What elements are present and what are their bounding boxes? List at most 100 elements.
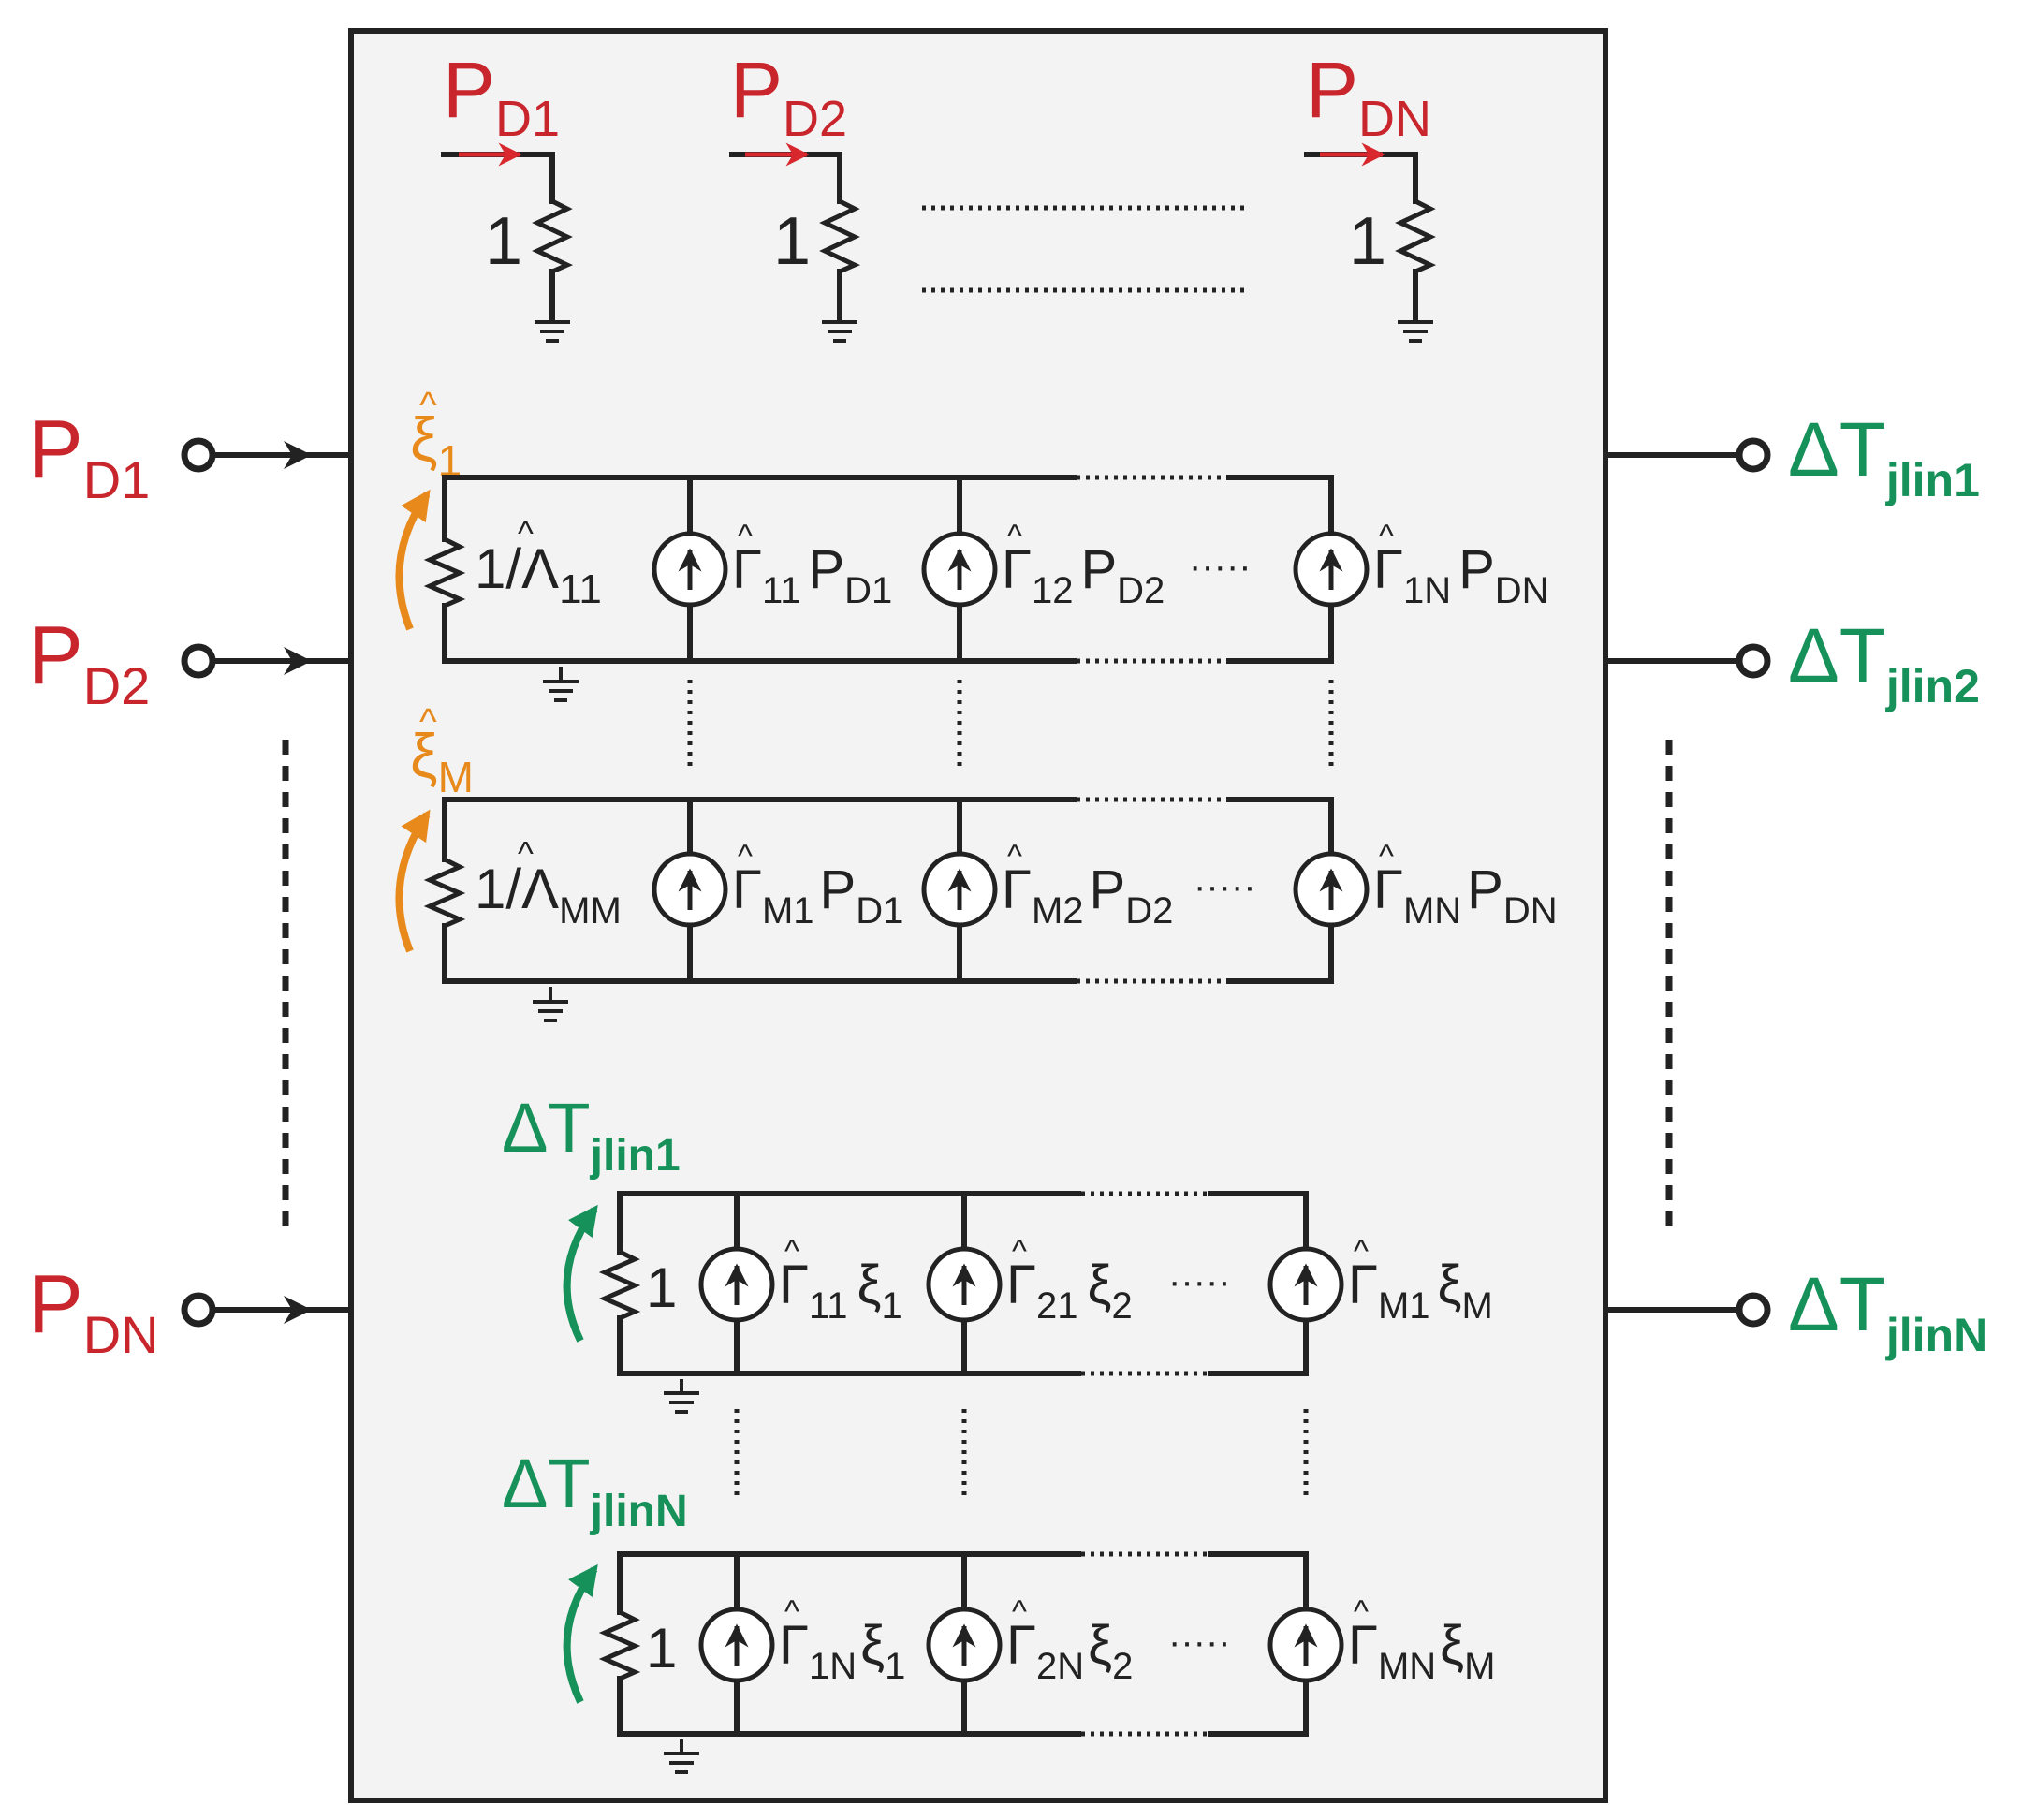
gain-label: Γ: [1002, 539, 1032, 600]
node-sub: jlinN: [590, 1487, 688, 1536]
svg-text:ΔTjlin1: ΔTjlin1: [1788, 407, 1980, 506]
factor-label: P: [808, 539, 844, 600]
factor-sub: DN: [1503, 890, 1558, 932]
output-label: ΔT: [1788, 613, 1886, 698]
power-resistor-row: PD1 1 PD2 1: [441, 46, 1437, 343]
factor-sub: D1: [844, 570, 892, 611]
ground-icon: [664, 1379, 699, 1414]
factor-label: ξ: [860, 1615, 885, 1676]
svg-text:ΔTjlinN: ΔTjlinN: [1788, 1262, 1987, 1361]
factor-label: P: [820, 859, 857, 920]
output-port-1[interactable]: ΔTjlin1: [1605, 407, 1980, 506]
hat-glyph: ^: [738, 519, 753, 554]
factor-sub: M: [1462, 1285, 1493, 1327]
hat-glyph: ^: [1012, 1234, 1027, 1270]
gain-sub: MN: [1403, 890, 1461, 932]
node-arrow-icon: [563, 1563, 598, 1704]
output-label: ΔT: [1788, 407, 1886, 492]
hat-glyph: ^: [1012, 1594, 1027, 1630]
resistor-sub: 11: [559, 566, 602, 612]
factor-label: ξ: [1087, 1255, 1111, 1315]
resistor-value: 1: [485, 204, 522, 279]
output-label: ΔT: [1788, 1262, 1886, 1347]
factor-label: ξ: [857, 1255, 881, 1315]
ground-icon: [535, 320, 570, 343]
factor-label: P: [1458, 539, 1495, 600]
resistor-value: 1: [773, 204, 811, 279]
resistor-value: 1: [646, 1256, 677, 1319]
input-sub: DN: [83, 1305, 159, 1364]
factor-label: ξ: [1440, 1615, 1464, 1676]
current-source-1: Γ1Nξ1 ^: [698, 1594, 905, 1687]
input-label: P: [28, 1257, 83, 1350]
hat-glyph: ^: [1007, 519, 1022, 554]
ground-icon: [664, 1739, 699, 1774]
hat-glyph: ^: [1354, 1594, 1369, 1630]
output-port-n[interactable]: ΔTjlinN: [1605, 1262, 1987, 1361]
output-port-2[interactable]: ΔTjlin2: [1605, 613, 1980, 712]
input-port-pdn[interactable]: PDN: [28, 1257, 352, 1364]
terminal-icon: [1736, 1292, 1771, 1328]
ground-icon: [543, 667, 579, 702]
node-label: ξ: [410, 721, 438, 790]
input-port-pd1[interactable]: PD1: [28, 403, 352, 509]
gain-sub: 12: [1032, 570, 1074, 611]
output-sub: jlinN: [1885, 1309, 1987, 1361]
node-sub: M: [438, 753, 474, 801]
power-sub: D1: [495, 91, 560, 147]
ground-icon: [822, 320, 857, 343]
input-label: P: [28, 403, 83, 495]
resistor-prefix: 1/: [475, 537, 521, 600]
hat-glyph: ^: [419, 701, 437, 742]
resistor-icon: [598, 1609, 641, 1681]
svg-text:1/Λ11: 1/Λ11: [475, 537, 602, 612]
node-label: ΔT: [502, 1445, 591, 1522]
factor-sub: 1: [881, 1285, 901, 1327]
hat-glyph: ^: [784, 1234, 799, 1270]
gain-label: Γ: [1002, 859, 1032, 920]
gain-label: Γ: [1373, 539, 1403, 600]
ellipsis: ·····: [1194, 866, 1256, 907]
power-label: P: [443, 46, 495, 134]
power-sub: DN: [1358, 91, 1431, 147]
terminal-icon: [181, 643, 216, 679]
resistor-icon: [598, 1249, 641, 1321]
node-arrow-icon: [563, 1204, 598, 1343]
gain-label: Γ: [1373, 859, 1403, 920]
svg-text:Γ1Nξ1: Γ1Nξ1: [779, 1615, 905, 1687]
gain-sub: MN: [1378, 1646, 1436, 1687]
resistor-icon: [819, 198, 861, 274]
ellipsis: ·····: [1168, 1622, 1231, 1663]
resistor-icon: [423, 857, 466, 929]
ground-icon: [1398, 320, 1433, 343]
factor-sub: 2: [1112, 1646, 1133, 1687]
input-port-pd2[interactable]: PD2: [28, 609, 352, 715]
gain-sub: 11: [762, 570, 801, 611]
gain-sub: 1N: [809, 1646, 857, 1687]
resistor-icon: [423, 536, 466, 609]
resistor-value: 1: [646, 1617, 677, 1680]
power-resistor-1: PD1 1: [441, 46, 574, 343]
input-sub: D2: [83, 656, 151, 715]
ellipsis: ·····: [1168, 1261, 1231, 1302]
factor-sub: D2: [1117, 570, 1165, 611]
svg-text:PD1: PD1: [28, 403, 150, 509]
svg-text:PDN: PDN: [1306, 46, 1431, 147]
hat-glyph: ^: [1007, 839, 1022, 874]
node-label: ξ: [410, 404, 438, 474]
svg-text:PD1: PD1: [443, 46, 560, 147]
gain-sub: 21: [1036, 1285, 1078, 1327]
svg-text:Γ2Nξ2: Γ2Nξ2: [1006, 1615, 1133, 1687]
factor-label: P: [1090, 859, 1126, 920]
gain-label: Γ: [1006, 1615, 1036, 1676]
factor-sub: D2: [1125, 890, 1173, 932]
